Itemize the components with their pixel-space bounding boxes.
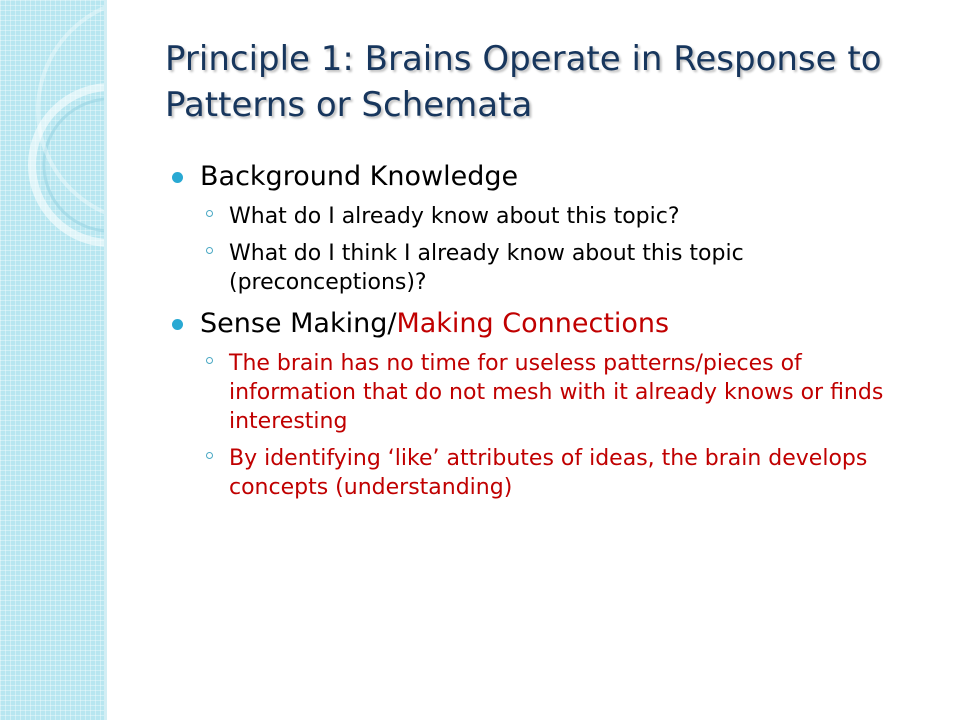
sub-bullet-marker	[206, 247, 213, 254]
decorative-side-panel	[0, 0, 104, 720]
bullet-text-highlight: Making Connections	[396, 308, 670, 339]
decorative-circles	[28, 5, 104, 247]
bullet-text-plain: Sense Making/	[200, 308, 397, 339]
side-panel-edge	[104, 0, 107, 720]
sub-bullet-text: What do I already know about this topic?	[229, 204, 680, 229]
bullet-text: Background Knowledge	[200, 161, 519, 192]
sub-bullet: What do I think I already know about thi…	[172, 239, 892, 297]
sub-bullet-marker	[206, 357, 213, 364]
sub-bullet-text: By identifying ‘like’ attributes of idea…	[229, 446, 868, 500]
bullet-dot	[172, 319, 183, 330]
sub-bullet-marker	[206, 452, 213, 459]
sub-bullet-marker	[206, 210, 213, 217]
sub-bullet: The brain has no time for useless patter…	[172, 349, 892, 436]
bullet-sense-making: Sense Making/Making Connections	[172, 307, 892, 341]
sub-bullet: By identifying ‘like’ attributes of idea…	[172, 444, 892, 502]
sub-bullet: What do I already know about this topic?	[172, 202, 892, 231]
sub-bullet-text: What do I think I already know about thi…	[229, 241, 744, 295]
slide-content: Background Knowledge What do I already k…	[172, 160, 892, 510]
bullet-background-knowledge: Background Knowledge	[172, 160, 892, 194]
bullet-dot	[172, 172, 183, 183]
slide-title: Principle 1: Brains Operate in Response …	[165, 39, 882, 125]
sub-bullet-text: The brain has no time for useless patter…	[229, 351, 884, 434]
